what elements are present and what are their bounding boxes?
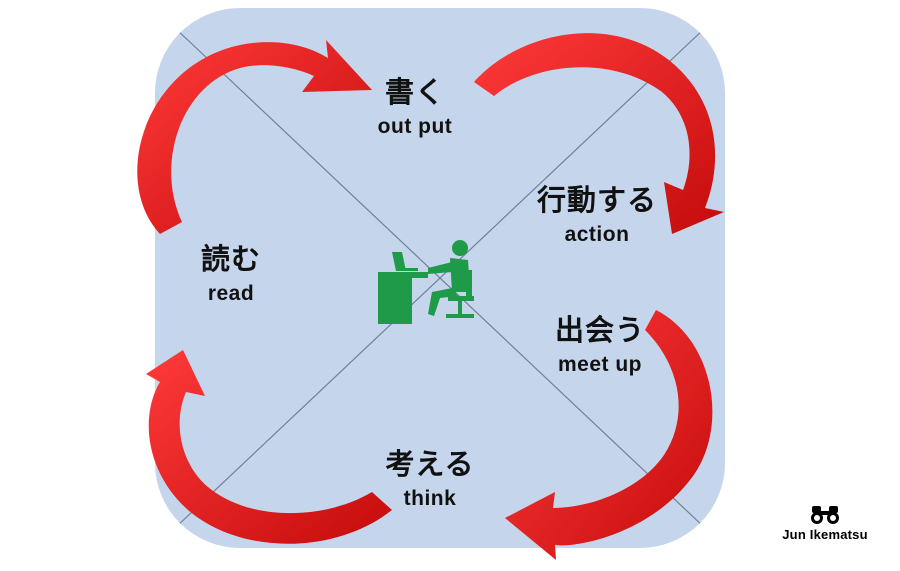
arrow-think-to-read: [146, 350, 392, 544]
node-think: 考える think: [370, 447, 490, 510]
arrow-write-to-action: [474, 33, 724, 235]
binoculars-icon: [811, 506, 839, 524]
person-at-desk-icon: [378, 240, 474, 324]
diagonal-lines: [174, 27, 706, 529]
node-meet-en: meet up: [557, 353, 642, 376]
arrow-read-to-write: [137, 40, 372, 234]
node-write: 書く out put: [360, 75, 470, 138]
node-write-jp: 書く: [384, 75, 445, 109]
node-read-jp: 読む: [200, 242, 261, 276]
node-think-en: think: [403, 487, 457, 510]
node-read: 読む read: [186, 242, 276, 305]
node-action: 行動する action: [522, 183, 672, 246]
node-write-en: out put: [377, 115, 453, 138]
cycle-arrows: [137, 33, 724, 560]
author-name: Jun Ikematsu: [782, 527, 868, 542]
node-meet: 出会う meet up: [530, 313, 670, 376]
node-action-jp: 行動する: [536, 183, 657, 217]
node-action-en: action: [564, 223, 630, 246]
node-think-jp: 考える: [385, 447, 475, 481]
arrow-meet-to-think: [505, 310, 713, 560]
node-read-en: read: [207, 282, 255, 305]
node-meet-jp: 出会う: [554, 313, 645, 347]
author-logo: Jun Ikematsu: [770, 505, 880, 542]
